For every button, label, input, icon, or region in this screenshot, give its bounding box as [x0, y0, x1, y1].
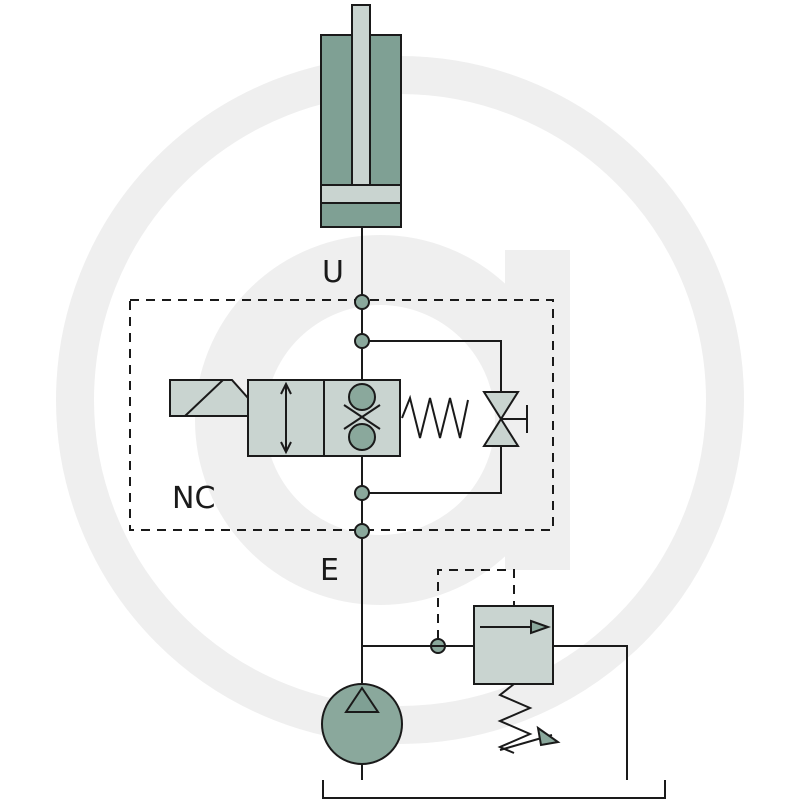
needle-valve — [482, 391, 528, 447]
cylinder — [320, 4, 402, 228]
valve-type-label: NC — [172, 481, 215, 516]
port-u-label: U — [322, 255, 344, 290]
valve-block-boundary — [129, 299, 554, 531]
bypass-circuit — [362, 340, 502, 494]
relief-valve-circuit — [362, 569, 628, 780]
port-e-label: E — [320, 553, 339, 588]
pump — [321, 683, 403, 765]
relief-valve — [473, 605, 561, 754]
tank — [322, 780, 666, 799]
solenoid-valve — [169, 379, 469, 457]
